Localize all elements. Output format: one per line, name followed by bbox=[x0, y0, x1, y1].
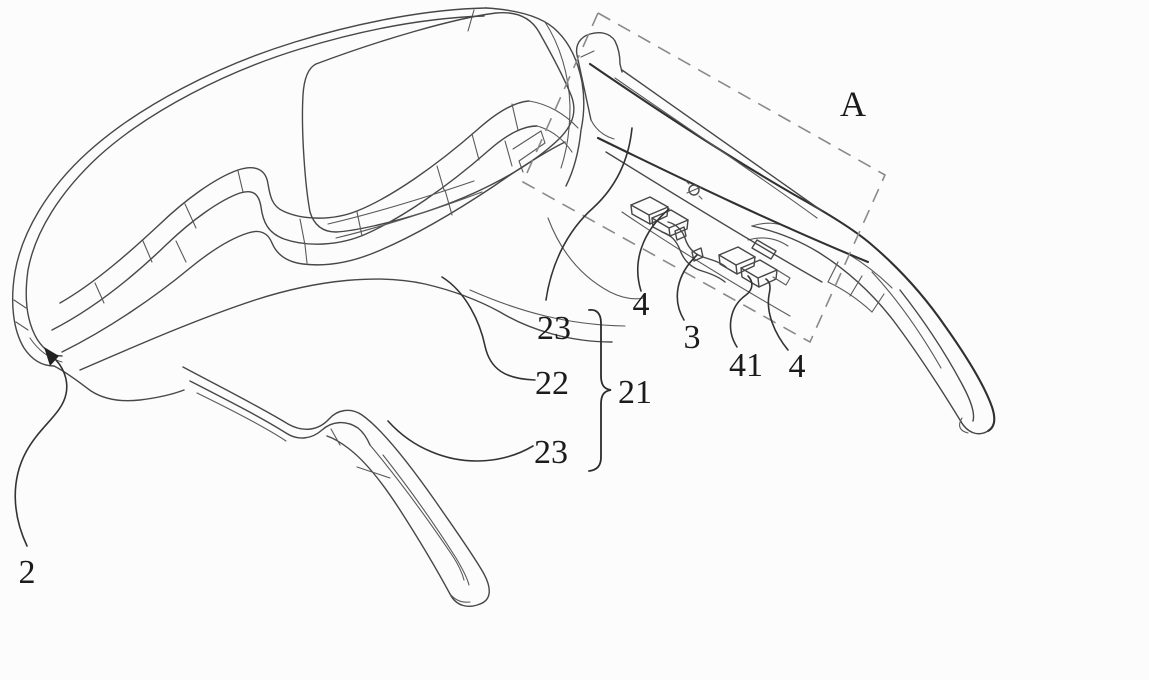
brace-21 bbox=[588, 309, 612, 472]
cushion-seam-lines bbox=[94, 103, 519, 304]
mounting-block-right-pair bbox=[718, 246, 791, 288]
leader-4-left bbox=[637, 208, 670, 292]
ref-label-41: 41 bbox=[729, 347, 763, 384]
left-temple-arm bbox=[182, 366, 490, 607]
ref-label-23-upper: 23 bbox=[537, 310, 571, 347]
ref-label-2: 2 bbox=[19, 554, 36, 591]
leader-22 bbox=[441, 276, 536, 381]
visor-shell-outline bbox=[11, 7, 585, 402]
visor-top-panel bbox=[301, 11, 575, 233]
leader-3 bbox=[676, 254, 698, 321]
leader-4-right bbox=[765, 278, 789, 351]
leader-lines bbox=[14, 127, 789, 547]
face-cushion-band bbox=[51, 100, 645, 371]
ref-label-a: A bbox=[840, 84, 866, 124]
leader-23-lower bbox=[387, 420, 534, 462]
ref-label-21: 21 bbox=[618, 374, 652, 411]
mounting-block-left-pair bbox=[630, 196, 689, 237]
ref-label-23-lower: 23 bbox=[534, 434, 568, 471]
leader-41 bbox=[729, 275, 753, 348]
detail-region-a-box bbox=[521, 11, 887, 344]
leader-23-upper bbox=[545, 127, 633, 301]
reference-labels: A 2 23 22 23 21 4 3 41 4 bbox=[19, 84, 867, 591]
ref-label-4-right: 4 bbox=[789, 348, 806, 385]
ref-label-4-left: 4 bbox=[633, 286, 650, 323]
leader-2 bbox=[14, 347, 68, 547]
hinge-bracket-assembly bbox=[575, 32, 870, 317]
bar-end-rib bbox=[751, 239, 777, 260]
arrowhead-2 bbox=[44, 347, 59, 366]
screw-icon bbox=[685, 180, 703, 200]
ref-label-3: 3 bbox=[684, 319, 701, 356]
ref-label-22: 22 bbox=[535, 365, 569, 402]
